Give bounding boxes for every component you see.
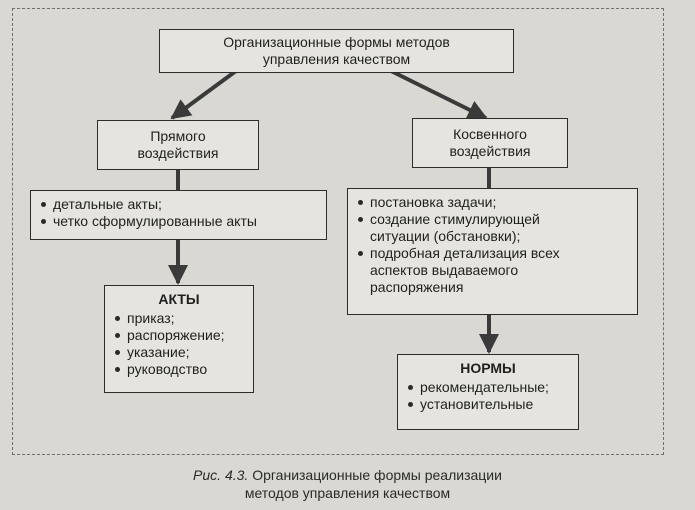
arrow-root-to-direct [170, 66, 242, 120]
indirect-node-line2: воздействия [449, 143, 531, 159]
diagram-frame [12, 8, 664, 455]
list-item: распоряжение; [113, 327, 245, 344]
direct-items-list: детальные акты; четко сформулированные а… [39, 196, 318, 230]
indirect-items-box: постановка задачи; создание стимулирующе… [347, 188, 638, 315]
list-item: создание стимулирующей [356, 211, 629, 228]
norms-title: НОРМЫ [460, 360, 516, 376]
list-item: детальные акты; [39, 196, 318, 213]
list-item: рекомендательные; [406, 379, 570, 396]
list-item-continuation: ситуации (обстановки); [370, 228, 521, 244]
root-node-line1: Организационные формы методов [223, 34, 450, 50]
figure-caption: Рис. 4.3. Организационные формы реализац… [0, 466, 695, 502]
direct-node: Прямого воздействия [97, 120, 259, 170]
direct-node-line1: Прямого [150, 128, 206, 144]
list-item-continuation: аспектов выдаваемого [370, 262, 519, 278]
list-item-continuation: распоряжения [370, 279, 464, 295]
caption-figure-label: Рис. 4.3. [193, 467, 249, 483]
acts-list: приказ; распоряжение; указание; руководс… [113, 310, 245, 378]
norms-node: НОРМЫ рекомендательные; установительные [397, 354, 579, 430]
caption-text-line1: Организационные формы реализации [252, 467, 502, 483]
indirect-node: Косвенного воздействия [412, 118, 568, 168]
caption-line1: Рис. 4.3. Организационные формы реализац… [0, 466, 695, 484]
list-item: руководство [113, 361, 245, 378]
list-item: установительные [406, 396, 570, 413]
acts-title: АКТЫ [158, 291, 200, 307]
indirect-items-list: постановка задачи; создание стимулирующе… [356, 194, 629, 296]
direct-node-line2: воздействия [137, 145, 219, 161]
direct-items-box: детальные акты; четко сформулированные а… [30, 190, 327, 240]
caption-text-line2: методов управления качеством [244, 485, 451, 501]
list-item: указание; [113, 344, 245, 361]
list-item: постановка задачи; [356, 194, 629, 211]
list-item: четко сформулированные акты [39, 213, 318, 230]
arrow-root-to-indirect [384, 66, 488, 120]
norms-list: рекомендательные; установительные [406, 379, 570, 413]
list-item: приказ; [113, 310, 245, 327]
root-node-line2: управления качеством [262, 51, 411, 67]
indirect-node-line1: Косвенного [453, 126, 527, 142]
list-item: подробная детализация всех [356, 245, 629, 262]
acts-node: АКТЫ приказ; распоряжение; указание; рук… [104, 285, 254, 393]
root-node: Организационные формы методов управления… [159, 29, 514, 73]
